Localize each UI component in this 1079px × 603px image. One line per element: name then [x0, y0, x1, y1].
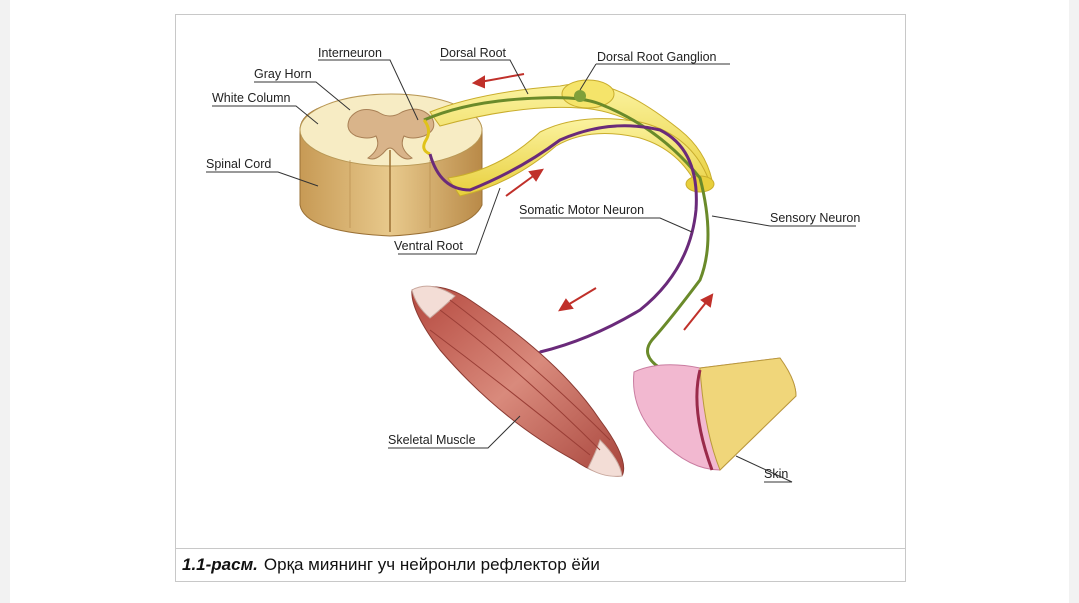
label-gray-horn: Gray Horn: [254, 67, 312, 81]
label-interneuron: Interneuron: [318, 46, 382, 60]
label-ventral-root: Ventral Root: [394, 239, 463, 253]
figure-caption: 1.1-расм. Орқа миянинг уч нейронли рефле…: [175, 548, 906, 582]
leader-lines: [206, 59, 856, 483]
interneuron-path: [422, 119, 431, 156]
label-somatic-motor-neuron: Somatic Motor Neuron: [519, 203, 644, 217]
skeletal-muscle: [411, 285, 625, 477]
ganglion-cell-body: [574, 90, 586, 102]
direction-arrows: [471, 73, 714, 331]
label-dorsal-root-ganglion: Dorsal Root Ganglion: [597, 50, 717, 64]
sensory-neuron-path: [423, 96, 711, 376]
label-white-column: White Column: [212, 91, 291, 105]
dorsal-root-nerve: [429, 79, 713, 191]
label-skin: Skin: [764, 467, 788, 481]
spinal-cord: [299, 93, 483, 237]
motor-neuron-path: [428, 124, 698, 354]
label-sensory-neuron: Sensory Neuron: [770, 211, 860, 225]
label-spinal-cord: Spinal Cord: [206, 157, 271, 171]
skin-block: [633, 357, 797, 471]
label-dorsal-root: Dorsal Root: [440, 46, 507, 60]
label-skeletal-muscle: Skeletal Muscle: [388, 433, 476, 447]
figure-frame: [175, 14, 906, 582]
caption-text: Орқа миянинг уч нейронли рефлектор ёйи: [263, 555, 600, 574]
caption-label: 1.1-расм.: [182, 555, 258, 574]
